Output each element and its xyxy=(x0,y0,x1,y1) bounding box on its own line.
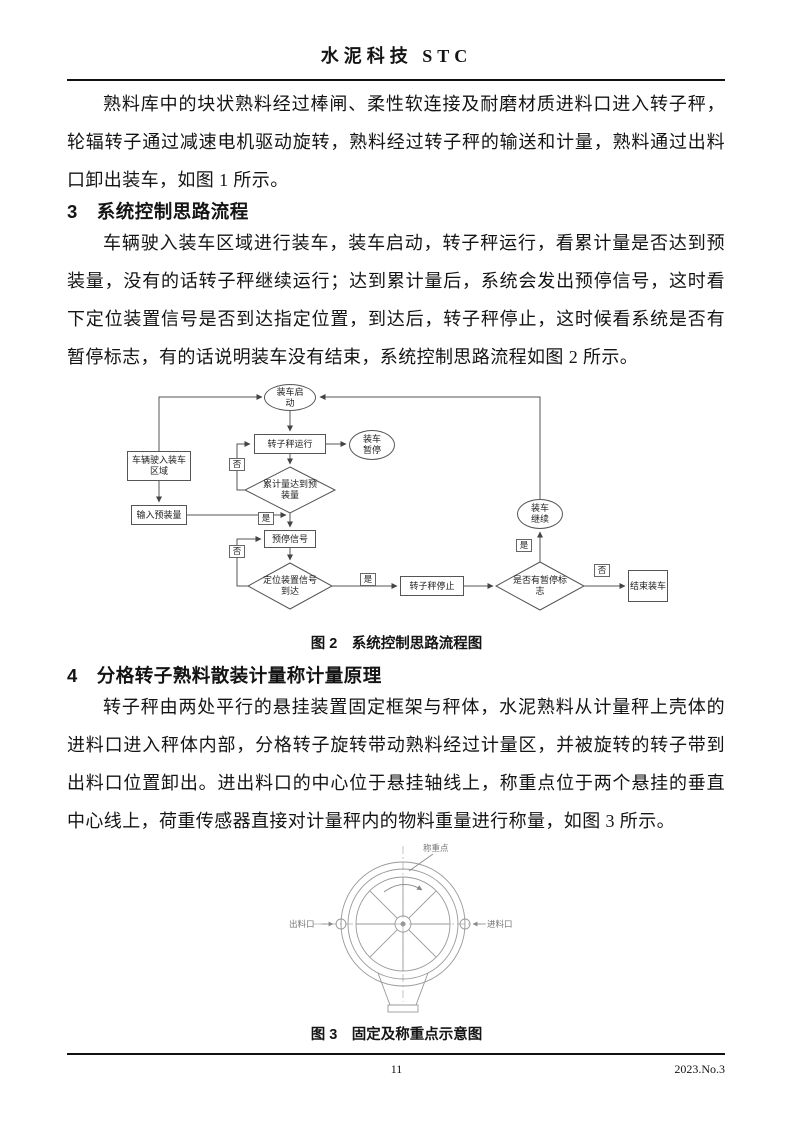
footer-rule xyxy=(67,1053,725,1055)
flow-node-start: 装车启动 xyxy=(264,384,316,411)
diamond-check-total xyxy=(243,466,337,514)
flow-label-no-3: 否 xyxy=(594,564,610,577)
rotation-arrow-icon xyxy=(383,884,423,893)
figure-2-caption: 图 2 系统控制思路流程图 xyxy=(310,636,483,652)
label-outlet: 出料口 xyxy=(289,919,315,929)
paragraph-section-3: 车辆驶入装车区域进行装车，装车启动，转子秤运行，看累计量是否达到预装量，没有的话… xyxy=(67,233,725,367)
flow-decision-position-signal: 定位装置信号到达 xyxy=(263,575,318,596)
label-weigh-point: 称重点 xyxy=(423,843,449,853)
flow-node-loading-continue: 装车继续 xyxy=(517,499,563,529)
flow-node-loading-pause: 装车暂停 xyxy=(349,430,395,460)
figure-2-flowchart: 装车启动 转子秤运行 装车暂停 车辆驶入装车区域 输入预装量 累计量达到预装量 … xyxy=(100,383,714,633)
flow-label-yes-1: 是 xyxy=(258,512,274,525)
section-3-heading: 3 系统控制思路流程 xyxy=(67,201,249,222)
rotor-scale-drawing xyxy=(313,846,493,1013)
section-4-heading: 4 分格转子熟料散装计量称计量原理 xyxy=(67,665,382,686)
paragraph-intro: 熟料库中的块状熟料经过棒闸、柔性软连接及耐磨材质进料口进入转子秤，轮辐转子通过减… xyxy=(67,94,725,190)
flow-node-end-loading: 结束装车 xyxy=(628,570,668,602)
flowchart-connectors xyxy=(156,394,626,611)
flow-node-rotor-run: 转子秤运行 xyxy=(254,434,326,454)
figure-3-caption: 图 3 固定及称重点示意图 xyxy=(310,1027,483,1043)
figure-3-rotor-diagram: 称重点 出料口 进料口 xyxy=(281,840,521,1022)
issue-number: 2023.No.3 xyxy=(674,1062,725,1076)
flow-node-prestop-signal: 预停信号 xyxy=(264,530,316,548)
flow-decision-pause-flag: 是否有暂停标志 xyxy=(513,575,568,596)
paragraph-section-4: 转子秤由两处平行的悬挂装置固定框架与秤体，水泥熟料从计量秤上壳体的进料口进入秤体… xyxy=(67,697,725,831)
flow-label-yes-3: 是 xyxy=(516,539,532,552)
diamond-check-pause xyxy=(494,561,586,611)
flow-node-rotor-stop: 转子秤停止 xyxy=(400,576,464,596)
flow-decision-total-reached: 累计量达到预装量 xyxy=(263,479,318,500)
flow-label-no-1: 否 xyxy=(229,458,245,471)
flow-node-vehicle-enter: 车辆驶入装车区域 xyxy=(127,451,191,481)
header-rule xyxy=(67,79,725,81)
flow-node-input-preset: 输入预装量 xyxy=(131,505,187,525)
diamond-check-position xyxy=(246,562,334,610)
journal-title: 水泥科技 STC xyxy=(320,46,473,66)
flow-label-yes-2: 是 xyxy=(360,573,376,586)
page-number: 11 xyxy=(390,1062,403,1076)
flow-label-no-2: 否 xyxy=(229,545,245,558)
label-inlet: 进料口 xyxy=(487,919,513,929)
